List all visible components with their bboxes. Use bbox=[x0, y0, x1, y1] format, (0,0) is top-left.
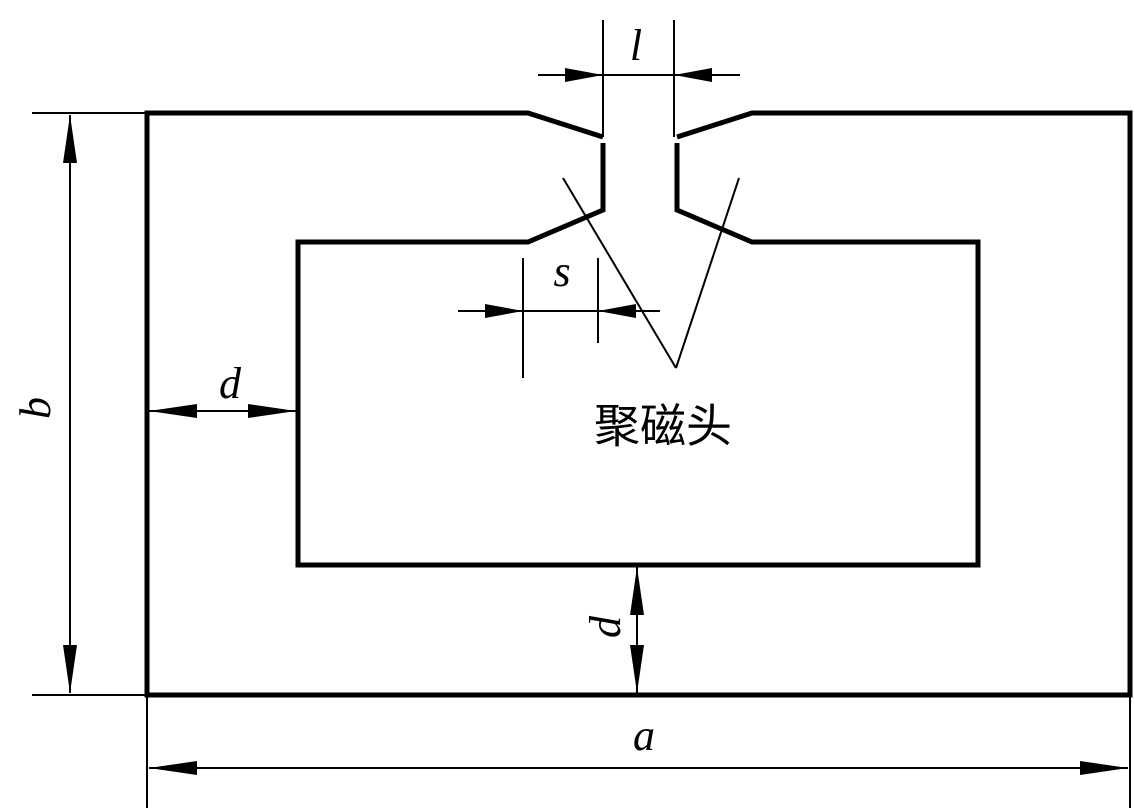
dim-d-bottom-label: d bbox=[581, 615, 630, 638]
dim-a-arrow-right bbox=[1080, 761, 1128, 775]
dim-d-side-label: d bbox=[219, 359, 242, 408]
dim-a-arrow-left bbox=[149, 761, 197, 775]
outer-core-outline bbox=[144, 110, 1133, 698]
dim-b-label: b bbox=[11, 397, 60, 419]
flux-concentrator-label: 聚磁头 bbox=[594, 399, 732, 453]
dim-a-label: a bbox=[633, 711, 655, 760]
dim-b-arrow-bottom bbox=[63, 645, 77, 693]
dim-d-bottom-arrow-top bbox=[630, 567, 644, 615]
dim-s-label: s bbox=[553, 247, 570, 296]
inner-window-outline bbox=[295, 143, 981, 568]
flux-concentrator-left-line bbox=[562, 177, 677, 369]
dim-d-side-arrow-left bbox=[149, 404, 197, 418]
dim-l-arrow-left bbox=[565, 68, 603, 82]
dim-l-label: l bbox=[630, 21, 642, 70]
dim-b-arrow-top bbox=[63, 115, 77, 163]
dim-d-side-arrow-right bbox=[248, 404, 296, 418]
dim-l-arrow-right bbox=[674, 68, 712, 82]
dim-d-bottom-arrow-bottom bbox=[630, 645, 644, 693]
dim-s-arrow-right bbox=[598, 304, 636, 318]
flux-concentrator-right-line bbox=[675, 177, 740, 369]
dim-s-arrow-left bbox=[485, 304, 523, 318]
